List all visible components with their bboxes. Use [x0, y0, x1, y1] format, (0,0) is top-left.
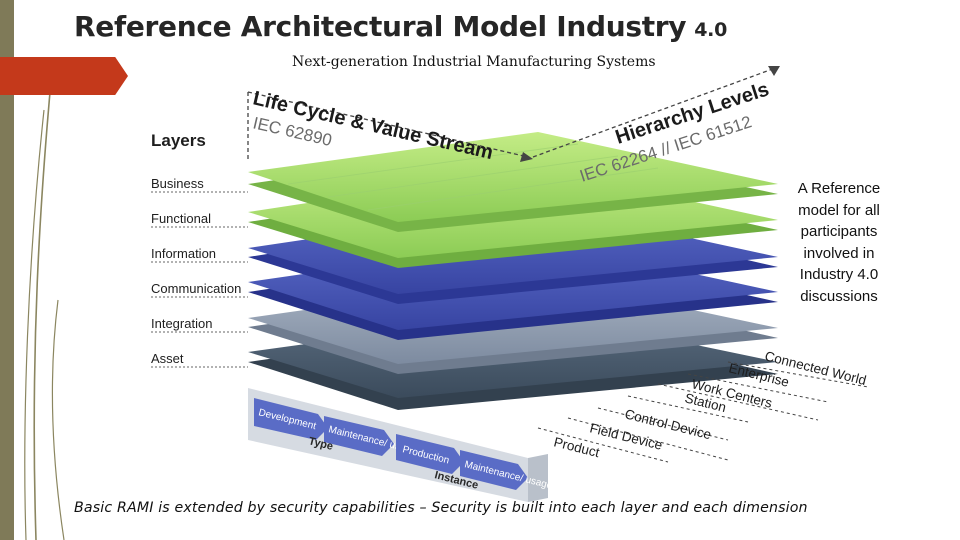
arrow-maintenance-instance: [460, 450, 528, 490]
layer-label-information: Information: [151, 246, 216, 261]
layer-slab-business: [248, 132, 778, 232]
layers-title: Layers: [151, 131, 206, 150]
left-decor-bar: [0, 0, 14, 540]
layer-label-asset: Asset: [151, 351, 184, 366]
layer-label-communication: Communication: [151, 281, 241, 296]
layer-labels: Business Functional Information Communic…: [151, 176, 248, 368]
type-arrows: Development Maintenance/ usage Type: [254, 398, 418, 457]
arrow-production: [396, 434, 464, 474]
slide-title: Reference Architectural Model Industry 4.…: [74, 10, 727, 43]
arrow-maintenance-type: [324, 416, 394, 456]
arrow-development: [254, 398, 328, 440]
axis-arrow-icon: [520, 152, 533, 162]
dimension-axes: [247, 66, 779, 162]
axis-arrow-icon: [768, 66, 780, 76]
rami-diagram: Life Cycle & Value Stream IEC 62890 Hier…: [151, 66, 869, 502]
decorative-stems: [24, 69, 65, 540]
side-note: A Reference model for all participants i…: [797, 180, 881, 305]
accent-tab: [0, 57, 128, 95]
slide-title-suffix: 4.0: [694, 19, 728, 41]
top-grid: [287, 143, 659, 211]
layer-label-business: Business: [151, 176, 204, 191]
slide-subtitle: Next-generation Industrial Manufacturing…: [292, 54, 656, 70]
slide-title-text: Reference Architectural Model Industry: [74, 10, 687, 43]
hierarchy-level-product: Product: [552, 434, 601, 460]
slide-caption: Basic RAMI is extended by security capab…: [74, 500, 808, 516]
layer-label-functional: Functional: [151, 211, 211, 226]
type-label: Type: [307, 435, 334, 453]
layer-label-integration: Integration: [151, 316, 212, 331]
